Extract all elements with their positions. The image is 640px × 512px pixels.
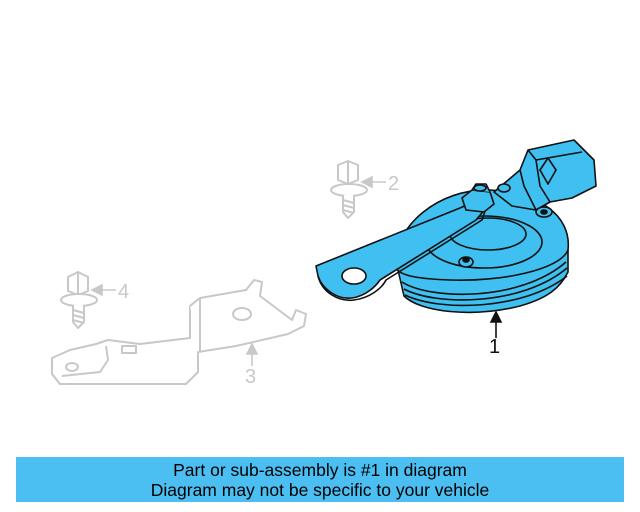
arrow-4 bbox=[90, 283, 116, 297]
arrow-2 bbox=[360, 175, 386, 189]
callout-1: 1 bbox=[489, 336, 500, 358]
arrow-3 bbox=[245, 342, 259, 366]
info-banner: Part or sub-assembly is #1 in diagram Di… bbox=[16, 457, 624, 502]
callout-3: 3 bbox=[245, 366, 256, 388]
callout-4: 4 bbox=[118, 281, 129, 303]
bolt-part-4 bbox=[60, 271, 98, 329]
callout-2: 2 bbox=[388, 173, 399, 195]
bracket-part bbox=[51, 279, 307, 385]
horn-part bbox=[315, 139, 597, 314]
banner-line-disclaimer: Diagram may not be specific to your vehi… bbox=[150, 479, 490, 500]
banner-line-part-number: Part or sub-assembly is #1 in diagram bbox=[173, 459, 467, 480]
parts-diagram: 1 2 3 4 bbox=[51, 139, 597, 388]
arrow-1 bbox=[489, 310, 503, 338]
bolt-part-2 bbox=[330, 160, 368, 219]
